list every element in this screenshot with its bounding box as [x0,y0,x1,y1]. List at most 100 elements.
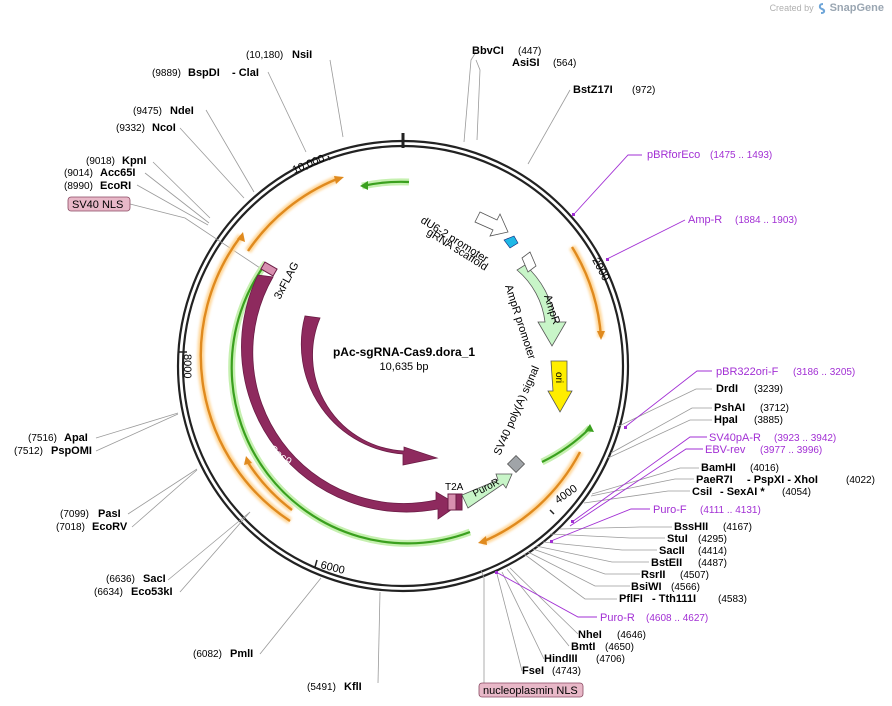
site-pos: (4706) [596,654,625,665]
site-name: FseI [522,665,544,677]
site-name: BstEII [651,557,682,569]
site-pos: (4487) [698,558,727,569]
site-name: BsiWI [631,581,662,593]
tick-label: 10,000 [291,153,327,177]
site-name: KpnI [122,155,146,167]
feature-ori: ori [553,372,564,383]
site-pos: (6082) [193,649,222,660]
site-name: PasI [98,508,121,520]
grna-scaffold-marker [503,235,519,249]
primer-range: (1884 .. 1903) [735,215,797,226]
site-pos: (9332) [116,123,145,134]
nls-leaders [129,203,485,684]
site-pos: (4650) [605,642,634,653]
tick-label: 8000 [181,354,193,378]
site-pos: (7516) [28,433,57,444]
primer-range: (3977 .. 3996) [760,445,822,456]
site-name: KflI [344,681,362,693]
site-pos: (6634) [94,587,123,598]
feature-t2a: T2A [445,482,464,493]
site-name: StuI [667,533,688,545]
site-pos: (4167) [723,522,752,533]
site-pos: (3712) [760,403,789,414]
site-pos: (7018) [56,522,85,533]
site-name: CsiI [692,486,712,498]
plasmid-size: 10,635 bp [380,361,429,373]
site-pos: (8990) [64,181,93,192]
site-pos: (3885) [754,415,783,426]
snapgene-credit: Created by SnapGene [770,2,884,14]
primer-name: Amp-R [688,214,722,226]
site-name: BbvCI [472,45,504,57]
site-name: EcoRI [100,180,131,192]
feature-sv40-polya: SV40 poly(A) signal [492,364,542,457]
site-pos: (447) [518,46,541,57]
site-name-alt: - ClaI [232,67,259,79]
site-pos: (10,180) [246,50,283,61]
boxed-labels: SV40 NLS nucleoplasmin NLS [67,196,584,698]
site-pos: (4016) [750,463,779,474]
primer-name: pBRforEco [647,149,700,161]
feature-cas9-outer: Cas9 [266,443,294,468]
site-pos: (9014) [64,168,93,179]
plasmid-name: pAc-sgRNA-Cas9.dora_1 [333,345,475,359]
site-pos: (972) [632,85,655,96]
site-name: Acc65I [100,167,135,179]
ampr-arrow [516,264,567,347]
site-pos: (4054) [782,487,811,498]
site-name: BspDI [188,67,220,79]
primer-name: EBV-rev [705,444,746,456]
site-name-alt: - Tth111I [652,593,696,605]
sv40-polya-marker [506,454,526,474]
site-pos: (4566) [671,582,700,593]
site-pos: (7099) [60,509,89,520]
tick-label: 6000 [319,559,346,577]
site-pos: (5491) [307,682,336,693]
site-pos: (9475) [133,106,162,117]
site-pos: (4583) [718,594,747,605]
snapgene-logo-icon [818,2,825,14]
du6-promoter-arrow [474,211,509,237]
site-name: PflFI [619,593,643,605]
ori-arrow [547,360,573,413]
ampr-promoter-arrow [521,251,537,273]
credit-brand: SnapGene [829,2,884,14]
primer-leader-lines [495,154,712,618]
site-pos: (4022) [846,475,875,486]
site-name: SacI [143,573,166,585]
site-pos: (564) [553,58,576,69]
credit-text: Created by [769,3,814,13]
site-name: DrdI [716,383,738,395]
site-pos: (7512) [14,446,43,457]
primer-range: (3923 .. 3942) [774,433,836,444]
site-name: SacII [659,545,685,557]
site-pos: (4743) [552,666,581,677]
site-name: AsiSI [512,57,540,69]
site-name: NdeI [170,105,194,117]
site-pos: (4507) [680,570,709,581]
primer-labels: pBRforEco (1475 .. 1493) Amp-R (1884 .. … [600,149,855,624]
puror-arrow [461,473,513,509]
site-name: Eco53kI [131,586,173,598]
small-parts [260,261,463,511]
primer-range: (4608 .. 4627) [646,613,708,624]
site-pos: (3239) [754,384,783,395]
sv40-nls-label: SV40 NLS [72,199,123,211]
feature-3xflag: 3xFLAG [272,260,302,301]
site-labels: (10,180) NsiI (9889) BspDI - ClaI (9475)… [14,45,875,693]
site-pos: (6636) [106,574,135,585]
site-name: RsrII [641,569,665,581]
primer-range: (3186 .. 3205) [793,367,855,378]
site-pos: (9018) [86,156,115,167]
feature-ampr-promoter: AmpR promoter [502,283,538,361]
site-name: PspOMI [51,445,92,457]
site-pos: (4414) [698,546,727,557]
site-name-alt: - PspXI - XhoI [747,474,818,486]
primer-range: (1475 .. 1493) [710,150,772,161]
site-name: HindIII [544,653,578,665]
primer-marks [495,213,627,574]
primer-name: Puro-R [600,612,635,624]
feature-puror: PuroR [471,477,501,500]
site-name: ApaI [64,432,88,444]
